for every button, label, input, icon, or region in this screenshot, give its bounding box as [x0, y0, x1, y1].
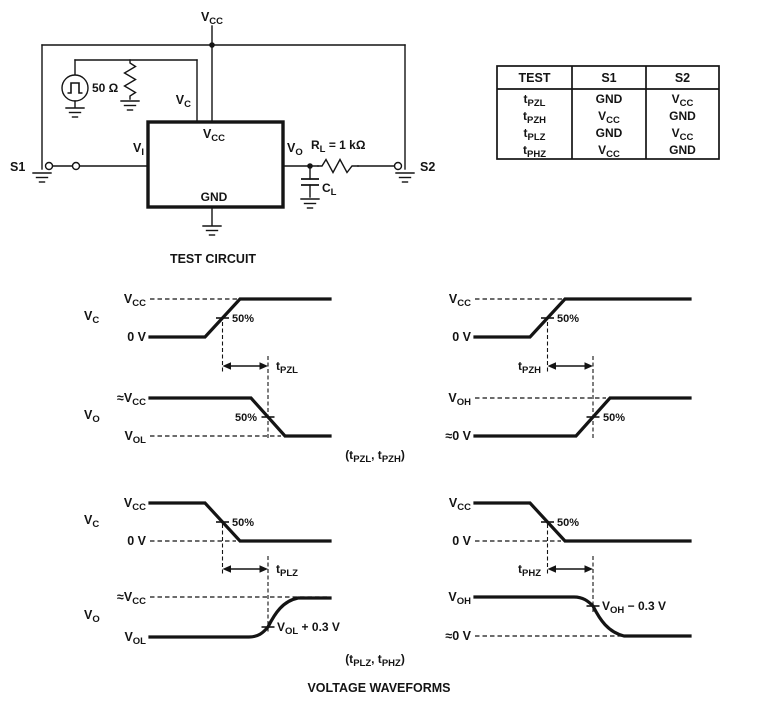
ground-icon — [120, 100, 140, 111]
vol-level-label: VOL — [124, 630, 146, 647]
approx-vcc-label: ≈VCC — [117, 391, 146, 408]
s2-pole-node — [393, 161, 403, 171]
vcc-level-label: VCC — [124, 496, 146, 513]
vc-axis-label: VC — [84, 309, 99, 326]
zero-level-label: 0 V — [127, 534, 146, 548]
tpzl-label: tPZL — [276, 359, 298, 376]
vo-label: VO — [287, 141, 303, 158]
dut-gnd-pin-label: GND — [201, 190, 228, 204]
s2-label: S2 — [420, 160, 435, 174]
vc-label: VC — [176, 93, 191, 110]
fifty-pct-label: 50% — [232, 517, 254, 529]
vcc-top-label: VCC — [201, 10, 223, 27]
cl-label: CL — [322, 181, 337, 198]
test-conditions-table: TEST S1 S2 tPZL GND VCC tPZH VCC GND tPL… — [496, 65, 720, 160]
zero-level-label: 0 V — [127, 330, 146, 344]
table-row: tPHZ VCC GND — [523, 143, 696, 160]
pulse-glyph-icon — [67, 82, 83, 94]
voh-minus-label: VOH − 0.3 V — [602, 599, 666, 616]
table-cell-s2: VCC — [672, 126, 694, 143]
junction-dot — [209, 42, 215, 48]
caption-pzl-pzh: (tPZL, tPZH) — [345, 448, 405, 465]
voh-level-label: VOH — [448, 391, 471, 408]
table-row: tPZH VCC GND — [523, 109, 696, 126]
vcc-level-label: VCC — [124, 292, 146, 309]
vo-trace — [473, 396, 692, 438]
approx-zero-label: ≈0 V — [445, 629, 471, 643]
table-cell-s2: VCC — [672, 92, 694, 109]
vi-label: VI — [133, 141, 144, 158]
s1-pole-node — [71, 161, 81, 171]
ground-icon — [202, 225, 222, 236]
vc-trace — [473, 297, 692, 339]
fifty-pct-label: 50% — [557, 517, 579, 529]
dut-vcc-pin-label: VCC — [203, 127, 225, 144]
ground-icon — [395, 172, 415, 183]
approx-vcc-label: ≈VCC — [117, 590, 146, 607]
table-row: tPLZ GND VCC — [524, 126, 694, 143]
table-cell-test: tPZH — [523, 109, 546, 126]
resistor-50-ohm-icon — [123, 59, 137, 100]
table-cell-test: tPLZ — [524, 126, 546, 143]
tpzh-label: tPZH — [518, 359, 541, 376]
tpzl-arrow — [221, 361, 269, 371]
test-circuit: VCC S1 VI 50 Ω VC VCC GND VO — [10, 10, 435, 266]
test-circuit-title: TEST CIRCUIT — [170, 252, 256, 266]
table-header-s1: S1 — [601, 71, 616, 85]
caption-plz-phz: (tPLZ, tPHZ) — [345, 652, 405, 669]
s1-label: S1 — [10, 160, 25, 174]
waveform-tphz: VCC 0 V 50% tPHZ VOH ≈0 V VOH − 0.3 V — [445, 496, 692, 643]
approx-zero-label: ≈0 V — [445, 429, 471, 443]
rl-label: RL = 1 kΩ — [311, 138, 366, 155]
ground-icon — [65, 107, 85, 118]
ground-icon — [300, 198, 320, 209]
table-cell-s1: GND — [596, 92, 623, 106]
voltage-waveforms-title: VOLTAGE WAVEFORMS — [307, 681, 450, 695]
vcc-level-label: VCC — [449, 496, 471, 513]
table-header-s2: S2 — [675, 71, 690, 85]
table-row: tPZL GND VCC — [524, 92, 694, 109]
table-cell-s1: VCC — [598, 143, 620, 160]
vc-axis-label: VC — [84, 513, 99, 530]
tphz-label: tPHZ — [518, 562, 541, 579]
table-cell-test: tPHZ — [523, 143, 546, 160]
fifty-pct-label: 50% — [557, 313, 579, 325]
vcc-level-label: VCC — [449, 292, 471, 309]
vol-plus-label: VOL + 0.3 V — [277, 620, 340, 637]
ground-icon — [32, 172, 52, 183]
zero-level-label: 0 V — [452, 330, 471, 344]
table-border — [496, 65, 720, 160]
vol-level-label: VOL — [124, 429, 146, 446]
table-cell-s1: GND — [596, 126, 623, 140]
dut-box — [146, 120, 285, 209]
tplz-arrow — [221, 564, 269, 574]
rl-resistor-icon — [317, 158, 359, 174]
pulse-generator-icon — [61, 74, 89, 102]
tplz-label: tPLZ — [276, 562, 298, 579]
fifty-pct-label: 50% — [235, 412, 257, 424]
tpzh-arrow — [546, 361, 594, 371]
table-cell-test: tPZL — [524, 92, 546, 109]
table-cell-s2: GND — [669, 143, 696, 157]
fifty-pct-label: 50% — [232, 313, 254, 325]
zero-level-label: 0 V — [452, 534, 471, 548]
table-cell-s1: VCC — [598, 109, 620, 126]
table-cell-s2: GND — [669, 109, 696, 123]
waveform-tpzl: VC VCC 0 V 50% tPZL VO ≈VCC VOL 50% — [84, 292, 332, 446]
fifty-pct-label: 50% — [603, 412, 625, 424]
source-resistor-label: 50 Ω — [92, 81, 119, 95]
s1-contact-node — [44, 161, 54, 171]
waveform-tplz: VC VCC 0 V 50% tPLZ VO ≈VCC VOL VOL + 0.… — [84, 496, 340, 647]
waveform-tpzh: VCC 0 V 50% tPZH VOH ≈0 V 50% — [445, 292, 692, 443]
vc-trace — [473, 501, 692, 543]
vo-axis-label: VO — [84, 408, 100, 425]
table-header-test: TEST — [519, 71, 551, 85]
vo-axis-label: VO — [84, 608, 100, 625]
voh-level-label: VOH — [448, 590, 471, 607]
tphz-arrow — [546, 564, 594, 574]
